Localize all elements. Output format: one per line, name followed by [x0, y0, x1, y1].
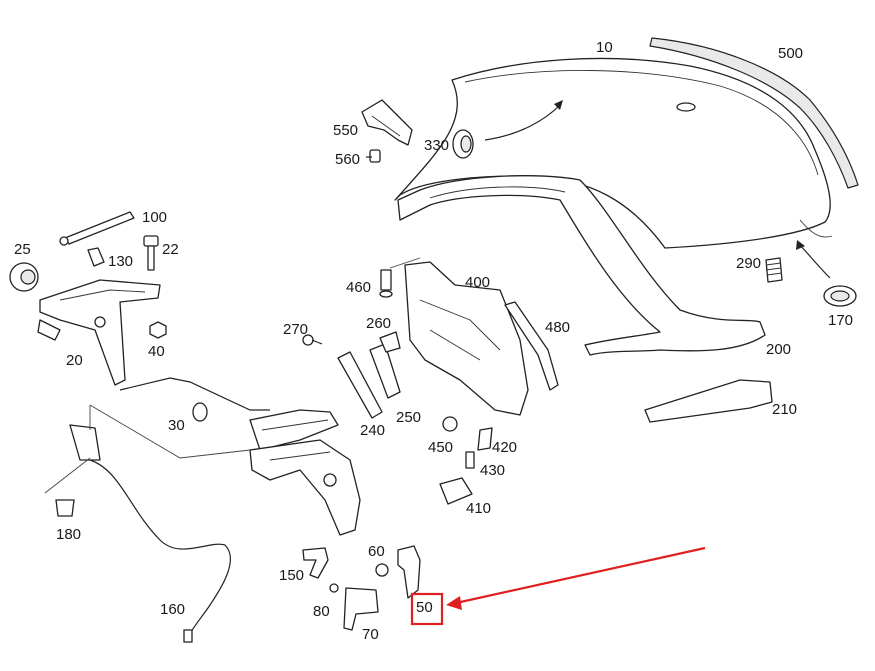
- hinge-left-part-20[interactable]: [37, 279, 161, 386]
- highlight-arrow-shaft: [455, 546, 706, 605]
- callout-30: 30: [168, 417, 185, 434]
- nut-part-450[interactable]: [442, 416, 458, 432]
- latch-part-50[interactable]: [397, 545, 421, 599]
- callout-180: 180: [56, 526, 81, 543]
- bolt-part-22[interactable]: [143, 235, 159, 271]
- callout-200: 200: [766, 341, 791, 358]
- grommet-part-330[interactable]: [452, 129, 474, 159]
- highlight-arrow-head: [446, 596, 462, 610]
- bolt-part-460[interactable]: [379, 269, 393, 298]
- screw-part-80[interactable]: [329, 583, 339, 593]
- callout-290: 290: [736, 255, 761, 272]
- gas-strut-part-100[interactable]: [59, 211, 135, 246]
- callout-100: 100: [142, 209, 167, 226]
- hinge-right-assembly[interactable]: [249, 409, 361, 536]
- callout-150: 150: [279, 567, 304, 584]
- arrow-head: [796, 240, 805, 250]
- callout-22: 22: [162, 241, 179, 258]
- arrow-head: [554, 100, 563, 110]
- callout-460: 460: [346, 279, 371, 296]
- arrow-170-to-lid: [799, 244, 831, 279]
- arrow-330-to-lid: [484, 104, 561, 141]
- highlight-box-50: [410, 592, 444, 626]
- bracket-part-70[interactable]: [343, 587, 379, 631]
- callout-400: 400: [465, 274, 490, 291]
- screw-part-560[interactable]: [366, 149, 381, 163]
- knob-part-25[interactable]: [9, 262, 39, 292]
- slider-part-250[interactable]: [369, 343, 401, 399]
- leader-460: [389, 257, 421, 269]
- pin-part-430[interactable]: [465, 451, 475, 469]
- callout-20: 20: [66, 352, 83, 369]
- leader-180: [44, 457, 91, 494]
- callout-240: 240: [360, 422, 385, 439]
- callout-10: 10: [596, 39, 613, 56]
- callout-270: 270: [283, 321, 308, 338]
- actuator-part-410[interactable]: [439, 477, 473, 505]
- bumper-part-30[interactable]: [192, 402, 208, 422]
- cover-part-170[interactable]: [823, 285, 857, 307]
- trunk-lid-part-10[interactable]: [394, 57, 833, 249]
- callout-80: 80: [313, 603, 330, 620]
- clip-part-260[interactable]: [379, 331, 401, 353]
- trim-part-210[interactable]: [644, 379, 773, 423]
- callout-480: 480: [545, 319, 570, 336]
- callout-410: 410: [466, 500, 491, 517]
- strip-part-480[interactable]: [504, 301, 559, 391]
- frame-part-200[interactable]: [397, 175, 766, 356]
- callout-130: 130: [108, 253, 133, 270]
- callout-330: 330: [424, 137, 449, 154]
- spring-part-290[interactable]: [765, 257, 783, 283]
- clip-part-130[interactable]: [87, 247, 105, 267]
- callout-250: 250: [396, 409, 421, 426]
- callout-260: 260: [366, 315, 391, 332]
- bracket-part-550[interactable]: [361, 99, 413, 146]
- callout-430: 430: [480, 462, 505, 479]
- seal-strip-part-500[interactable]: [649, 37, 859, 189]
- pin-part-270[interactable]: [302, 334, 323, 346]
- callout-170: 170: [828, 312, 853, 329]
- callout-550: 550: [333, 122, 358, 139]
- switch-part-420[interactable]: [477, 427, 493, 451]
- callout-420: 420: [492, 439, 517, 456]
- callout-500: 500: [778, 45, 803, 62]
- cable-part-160[interactable]: [69, 424, 231, 643]
- callout-560: 560: [335, 151, 360, 168]
- callout-210: 210: [772, 401, 797, 418]
- bolt-part-60[interactable]: [375, 563, 389, 577]
- callout-50: 50: [416, 599, 433, 616]
- panel-part-400[interactable]: [404, 261, 529, 416]
- callout-160: 160: [160, 601, 185, 618]
- callout-60: 60: [368, 543, 385, 560]
- link-rod: [119, 377, 270, 411]
- grommet-part-180[interactable]: [55, 499, 75, 517]
- nut-part-40[interactable]: [149, 321, 167, 339]
- callout-40: 40: [148, 343, 165, 360]
- callout-450: 450: [428, 439, 453, 456]
- leader-bracket: [89, 404, 251, 459]
- rail-part-240[interactable]: [337, 351, 383, 419]
- lever-part-150[interactable]: [302, 547, 329, 579]
- callout-25: 25: [14, 241, 31, 258]
- callout-70: 70: [362, 626, 379, 643]
